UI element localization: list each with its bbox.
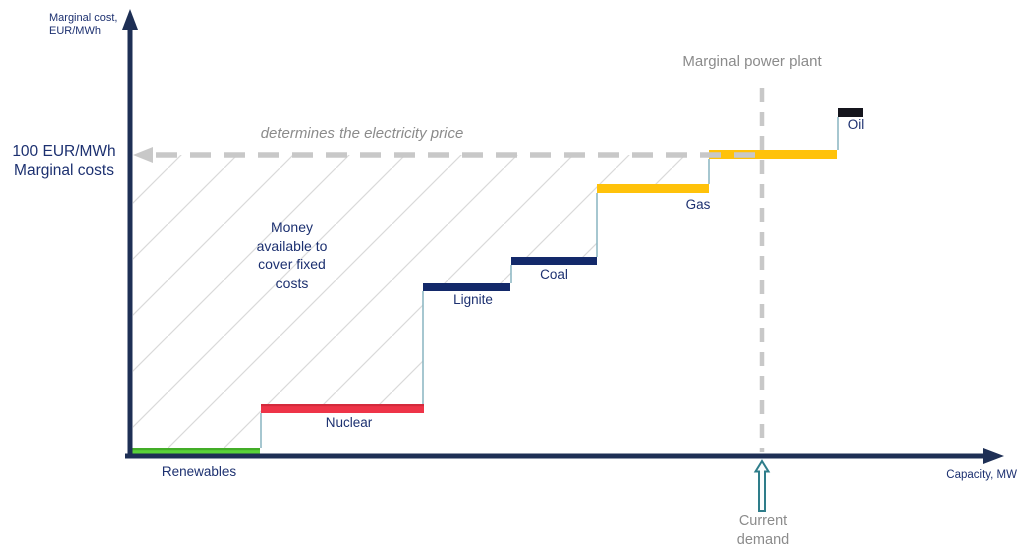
marginal-plant-label: Marginal power plant (682, 53, 822, 70)
price-level-label-line1: 100 EUR/MWh (12, 143, 116, 160)
surplus-hatched-area (133, 155, 709, 448)
surplus-area-label: Money available to cover fixed costs (240, 218, 344, 292)
y-axis-title: Marginal cost, EUR/MWh (49, 12, 117, 38)
step-bar-gas (597, 184, 709, 193)
step-bar-top-edge-renewables (130, 448, 260, 451)
y-axis-arrowhead-icon (122, 9, 138, 30)
step-bar-oil (838, 108, 863, 117)
step-label-coal: Coal (540, 267, 568, 282)
step-bar-renewables (130, 448, 260, 456)
step-label-lignite: Lignite (453, 292, 493, 307)
price-level-label-line2: Marginal costs (14, 162, 114, 179)
y-axis-title-line2: EUR/MWh (49, 25, 101, 37)
y-axis-title-line1: Marginal cost, (49, 12, 118, 24)
step-bar-coal (511, 257, 597, 265)
step-bar-lignite (423, 283, 510, 291)
price-arrowhead-icon (133, 147, 153, 163)
price-annotation: determines the electricity price (260, 125, 464, 142)
current-demand-line1: Current (738, 513, 788, 529)
surplus-label-line2: available to (256, 237, 328, 254)
step-label-renewables: Renewables (161, 464, 237, 479)
step-label-oil: Oil (847, 117, 865, 132)
current-demand-line2: demand (736, 531, 790, 548)
price-level-label: 100 EUR/MWh Marginal costs (6, 142, 122, 180)
step-bar-top-edge-nuclear (261, 404, 424, 407)
current-demand-label: Current demand (718, 512, 808, 549)
x-axis-arrowhead-icon (983, 448, 1004, 464)
current-demand-arrow-icon (753, 459, 771, 512)
step-label-nuclear: Nuclear (325, 415, 373, 430)
surplus-label-line4: costs (275, 274, 309, 291)
step-bar-nuclear (261, 404, 424, 413)
step-bar-gas-marginal (709, 150, 837, 159)
step-label-gas: Gas (685, 197, 711, 212)
surplus-label-line3: cover fixed (258, 256, 326, 272)
x-axis-title: Capacity, MW (946, 469, 1017, 481)
surplus-label-line1: Money (270, 219, 314, 235)
